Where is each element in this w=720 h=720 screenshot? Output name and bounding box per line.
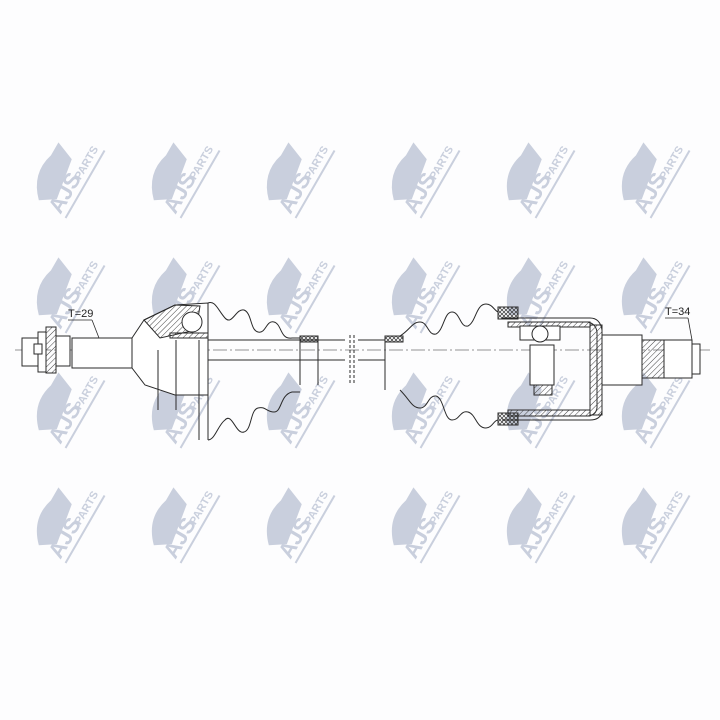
left-spline-count-label: T=29 [68,308,93,320]
right-spline-count-label: T=34 [665,306,690,318]
inner-boot [384,303,499,429]
inner-tripod-joint [497,306,603,426]
left-stub-axle [21,326,133,374]
outer-boot [207,301,319,441]
intermediate-shaft [208,335,385,385]
right-stub-axle [601,334,701,386]
outer-cv-joint [131,302,209,440]
